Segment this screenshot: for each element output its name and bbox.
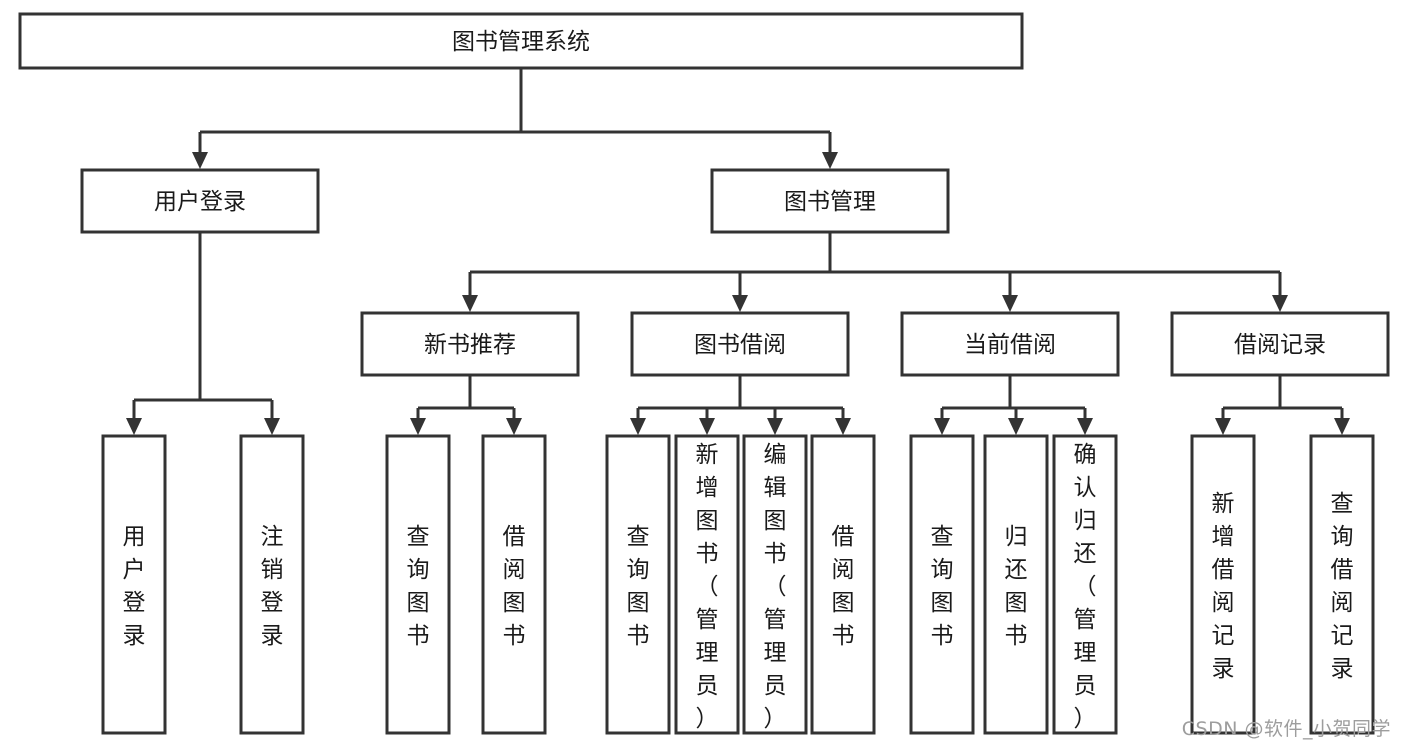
arrow-head [1077, 418, 1093, 435]
node-box[interactable] [1170, 311, 1390, 377]
arrow-head [699, 418, 715, 435]
node-box[interactable] [1309, 434, 1375, 735]
node-label: 图书借阅 [694, 332, 786, 358]
node-layer: 图书管理系统用户登录图书管理新书推荐图书借阅当前借阅借阅记录用户登录注销登录查询… [18, 12, 1390, 735]
node-leaf-edit-book[interactable]: 编辑图书（管理员） [742, 434, 808, 735]
node-label: 用户登录 [154, 189, 246, 215]
node-label: 新书推荐 [424, 332, 516, 358]
node-label: 借阅记录 [1234, 332, 1326, 358]
node-box[interactable] [481, 434, 547, 735]
node-label: 图书管理 [784, 189, 876, 215]
node-label: 新增图书（管理员） [696, 442, 719, 732]
node-label: 图书管理系统 [452, 29, 590, 55]
arrow-head [822, 152, 838, 169]
arrow-head [835, 418, 851, 435]
node-box[interactable] [239, 434, 305, 735]
arrow-head [630, 418, 646, 435]
node-leaf-add-book[interactable]: 新增图书（管理员） [674, 434, 740, 735]
node-label: 注销登录 [261, 524, 284, 649]
node-label: 查询图书 [627, 524, 650, 649]
node-box[interactable] [18, 12, 1024, 70]
node-label: 查询图书 [407, 524, 430, 649]
node-box[interactable] [80, 168, 320, 234]
node-leaf-query-book-1[interactable]: 查询图书 [385, 434, 451, 735]
arrow-head [462, 295, 478, 312]
node-leaf-logout[interactable]: 注销登录 [239, 434, 305, 735]
node-box[interactable] [674, 434, 740, 735]
node-box[interactable] [983, 434, 1049, 735]
node-label: 借阅图书 [503, 524, 526, 649]
node-leaf-add-record[interactable]: 新增借阅记录 [1190, 434, 1256, 735]
arrow-head [1272, 295, 1288, 312]
node-leaf-query-record[interactable]: 查询借阅记录 [1309, 434, 1375, 735]
arrow-head [1002, 295, 1018, 312]
arrow-head [934, 418, 950, 435]
node-label: 查询图书 [931, 524, 954, 649]
node-user-login[interactable]: 用户登录 [80, 168, 320, 234]
node-box[interactable] [630, 311, 850, 377]
node-label: 新增借阅记录 [1212, 491, 1235, 682]
arrow-head [767, 418, 783, 435]
arrow-head [1334, 418, 1350, 435]
node-label: 确认归还（管理员） [1074, 442, 1097, 732]
node-label: 归还图书 [1005, 524, 1028, 649]
node-undefined[interactable]: 图书管理系统 [18, 12, 1024, 70]
node-box[interactable] [605, 434, 671, 735]
node-label: 借阅图书 [832, 524, 855, 649]
node-leaf-borrow-book-1[interactable]: 借阅图书 [481, 434, 547, 735]
node-box[interactable] [1190, 434, 1256, 735]
arrow-head [410, 418, 426, 435]
node-box[interactable] [900, 311, 1120, 377]
node-box[interactable] [742, 434, 808, 735]
node-leaf-query-book-3[interactable]: 查询图书 [909, 434, 975, 735]
node-borrow-record[interactable]: 借阅记录 [1170, 311, 1390, 377]
node-current-borrow[interactable]: 当前借阅 [900, 311, 1120, 377]
arrow-head [732, 295, 748, 312]
node-book-borrow[interactable]: 图书借阅 [630, 311, 850, 377]
node-leaf-borrow-book-2[interactable]: 借阅图书 [810, 434, 876, 735]
node-label: 用户登录 [123, 524, 146, 649]
connector-layer [126, 68, 1350, 435]
node-label: 查询借阅记录 [1331, 491, 1354, 682]
node-box[interactable] [1052, 434, 1118, 735]
arrow-head [506, 418, 522, 435]
node-box[interactable] [360, 311, 580, 377]
node-box[interactable] [385, 434, 451, 735]
arrow-head [264, 418, 280, 435]
node-label: 编辑图书（管理员） [764, 442, 787, 732]
node-leaf-return-book[interactable]: 归还图书 [983, 434, 1049, 735]
arrow-head [126, 418, 142, 435]
arrow-head [1215, 418, 1231, 435]
node-box[interactable] [710, 168, 950, 234]
node-leaf-confirm-return[interactable]: 确认归还（管理员） [1052, 434, 1118, 735]
node-leaf-user-login[interactable]: 用户登录 [101, 434, 167, 735]
arrow-head [192, 152, 208, 169]
node-label: 当前借阅 [964, 332, 1056, 358]
node-box[interactable] [909, 434, 975, 735]
node-box[interactable] [810, 434, 876, 735]
arrow-head [1008, 418, 1024, 435]
node-box[interactable] [101, 434, 167, 735]
node-leaf-query-book-2[interactable]: 查询图书 [605, 434, 671, 735]
node-new-book-recommend[interactable]: 新书推荐 [360, 311, 580, 377]
node-book-manage[interactable]: 图书管理 [710, 168, 950, 234]
